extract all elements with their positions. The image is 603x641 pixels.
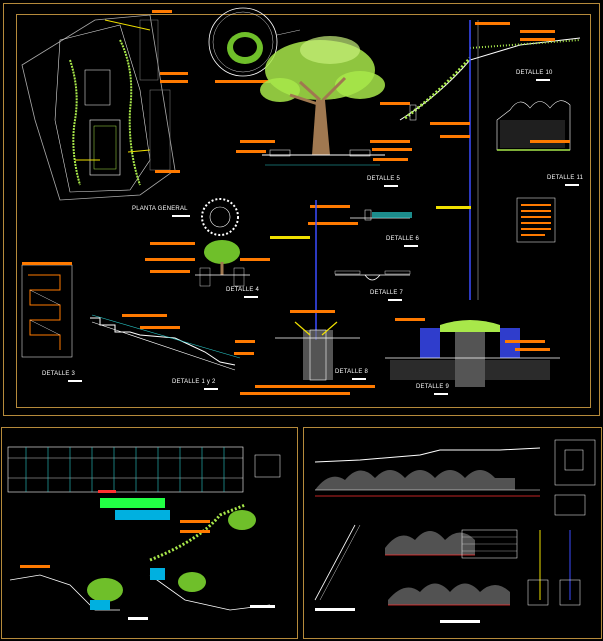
label-underline-detalle-10: [536, 79, 550, 81]
label-detalle-10: DETALLE 10: [516, 70, 553, 76]
stair-section-detail-1-2: [90, 314, 255, 371]
slope-detail-10: [399, 20, 581, 300]
tree-pit-detail-4: [145, 198, 270, 287]
bottom-left-sheet-drawing: [7, 446, 281, 620]
tree-elevation-detail-5: [236, 36, 412, 166]
label-underline-detalle-1y2: [204, 388, 218, 390]
label-detalle-3: DETALLE 3: [42, 371, 76, 377]
site-plan: [21, 10, 188, 201]
label-underline-planta-general: [172, 215, 190, 217]
tree-plan-circle: [208, 7, 301, 83]
label-underline-detalle-5: [384, 185, 398, 187]
curb-detail-6: [270, 205, 471, 239]
label-planta-general: PLANTA GENERAL: [132, 206, 188, 212]
wall-detail-11: [496, 100, 571, 151]
label-detalle-7: DETALLE 7: [370, 290, 404, 296]
main-sheet-inner-frame: [16, 14, 591, 408]
notes-box: [516, 197, 556, 243]
label-underline-detalle-3: [68, 380, 82, 382]
drain-detail-7: [334, 270, 411, 281]
label-detalle-11: DETALLE 11: [547, 175, 584, 181]
label-detalle-4: DETALLE 4: [226, 287, 260, 293]
label-detalle-1y2: DETALLE 1 y 2: [172, 379, 216, 385]
retaining-detail-9: [385, 318, 560, 387]
label-detalle-6: DETALLE 6: [386, 236, 420, 242]
label-underline-detalle-9: [434, 393, 448, 395]
label-underline-detalle-7: [388, 299, 402, 301]
bottom-right-sheet-frame: [303, 427, 602, 639]
label-underline-detalle-6: [404, 245, 418, 247]
bottom-left-sheet-frame: [1, 427, 298, 639]
label-underline-detalle-4: [244, 296, 258, 298]
label-underline-detalle-11: [565, 184, 579, 186]
main-sheet-frame: [3, 3, 600, 416]
label-underline-detalle-8: [352, 378, 366, 380]
label-detalle-8: DETALLE 8: [335, 369, 369, 375]
bottom-right-sheet-drawing: [314, 439, 596, 623]
label-detalle-5: DETALLE 5: [367, 176, 401, 182]
label-detalle-9: DETALLE 9: [416, 384, 450, 390]
footing-detail-8: [240, 200, 375, 395]
stair-detail-3: [21, 262, 73, 358]
